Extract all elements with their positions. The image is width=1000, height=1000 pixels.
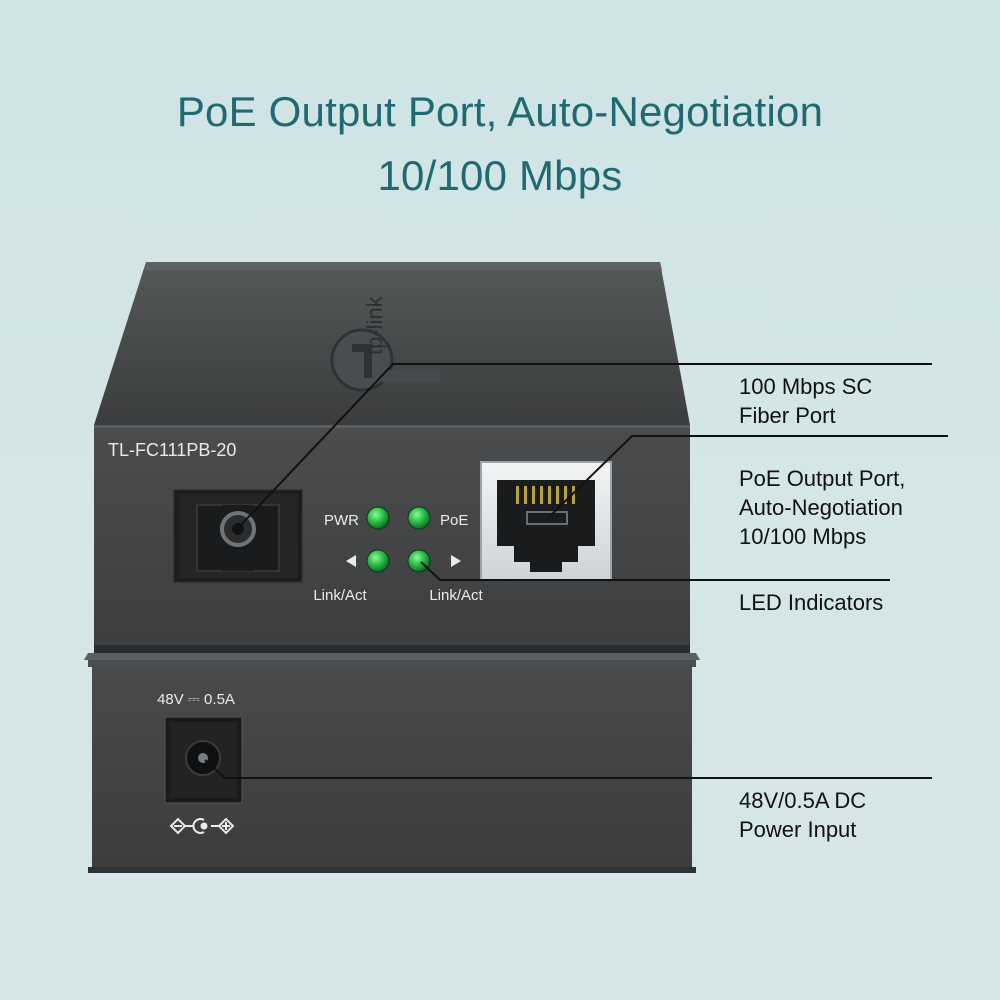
led-poe — [407, 506, 431, 530]
callout-fiber-line2: Fiber Port — [739, 403, 836, 428]
rj45-poe-port — [480, 461, 612, 581]
callout-lines — [204, 363, 948, 779]
callout-poe-port: PoE Output Port, Auto-Negotiation 10/100… — [739, 464, 905, 551]
led-label-link-left: Link/Act — [313, 587, 367, 604]
callout-line-poe — [547, 435, 948, 519]
callout-power-line1: 48V/0.5A DC — [739, 788, 867, 813]
model-label: TL-FC111PB-20 — [108, 440, 236, 460]
device-top-cover — [94, 262, 690, 425]
callout-power-line2: Power Input — [739, 817, 857, 842]
headline-line-2: 10/100 Mbps — [377, 152, 623, 199]
tp-link-logo: tp-link — [330, 295, 440, 392]
sc-fiber-port — [173, 489, 303, 583]
callout-power-input: 48V/0.5A DC Power Input — [739, 786, 866, 844]
led-label-poe: PoE — [440, 512, 468, 529]
callout-fiber-port: 100 Mbps SC Fiber Port — [739, 372, 872, 430]
led-indicators: PWR PoE Link/Act Link/Act — [313, 506, 484, 604]
power-rating-label: 48V ⎓ 0.5A — [157, 691, 235, 708]
headline-line-1: PoE Output Port, Auto-Negotiation — [176, 88, 824, 135]
callout-line-power — [204, 759, 932, 779]
led-link-fiber — [366, 549, 390, 573]
arrow-right-icon — [451, 555, 461, 567]
callout-line-led — [420, 561, 890, 581]
callout-poe-line1: PoE Output Port, — [739, 466, 906, 491]
polarity-icon — [169, 817, 235, 835]
callout-fiber-line1: 100 Mbps SC — [739, 374, 873, 399]
arrow-left-icon — [346, 555, 356, 567]
led-label-pwr: PWR — [324, 512, 359, 529]
callout-poe-line2: Auto-Negotiation — [739, 495, 903, 520]
led-label-link-right: Link/Act — [429, 587, 483, 604]
housing-seam — [94, 645, 690, 653]
callout-line-fiber — [238, 363, 932, 528]
callout-led-indicators: LED Indicators — [739, 588, 883, 617]
brand-logo-text: tp-link — [362, 295, 387, 355]
callout-poe-line3: 10/100 Mbps — [739, 524, 867, 549]
led-pwr — [366, 506, 390, 530]
dc-power-jack — [164, 716, 243, 804]
callout-led-line1: LED Indicators — [739, 590, 884, 615]
